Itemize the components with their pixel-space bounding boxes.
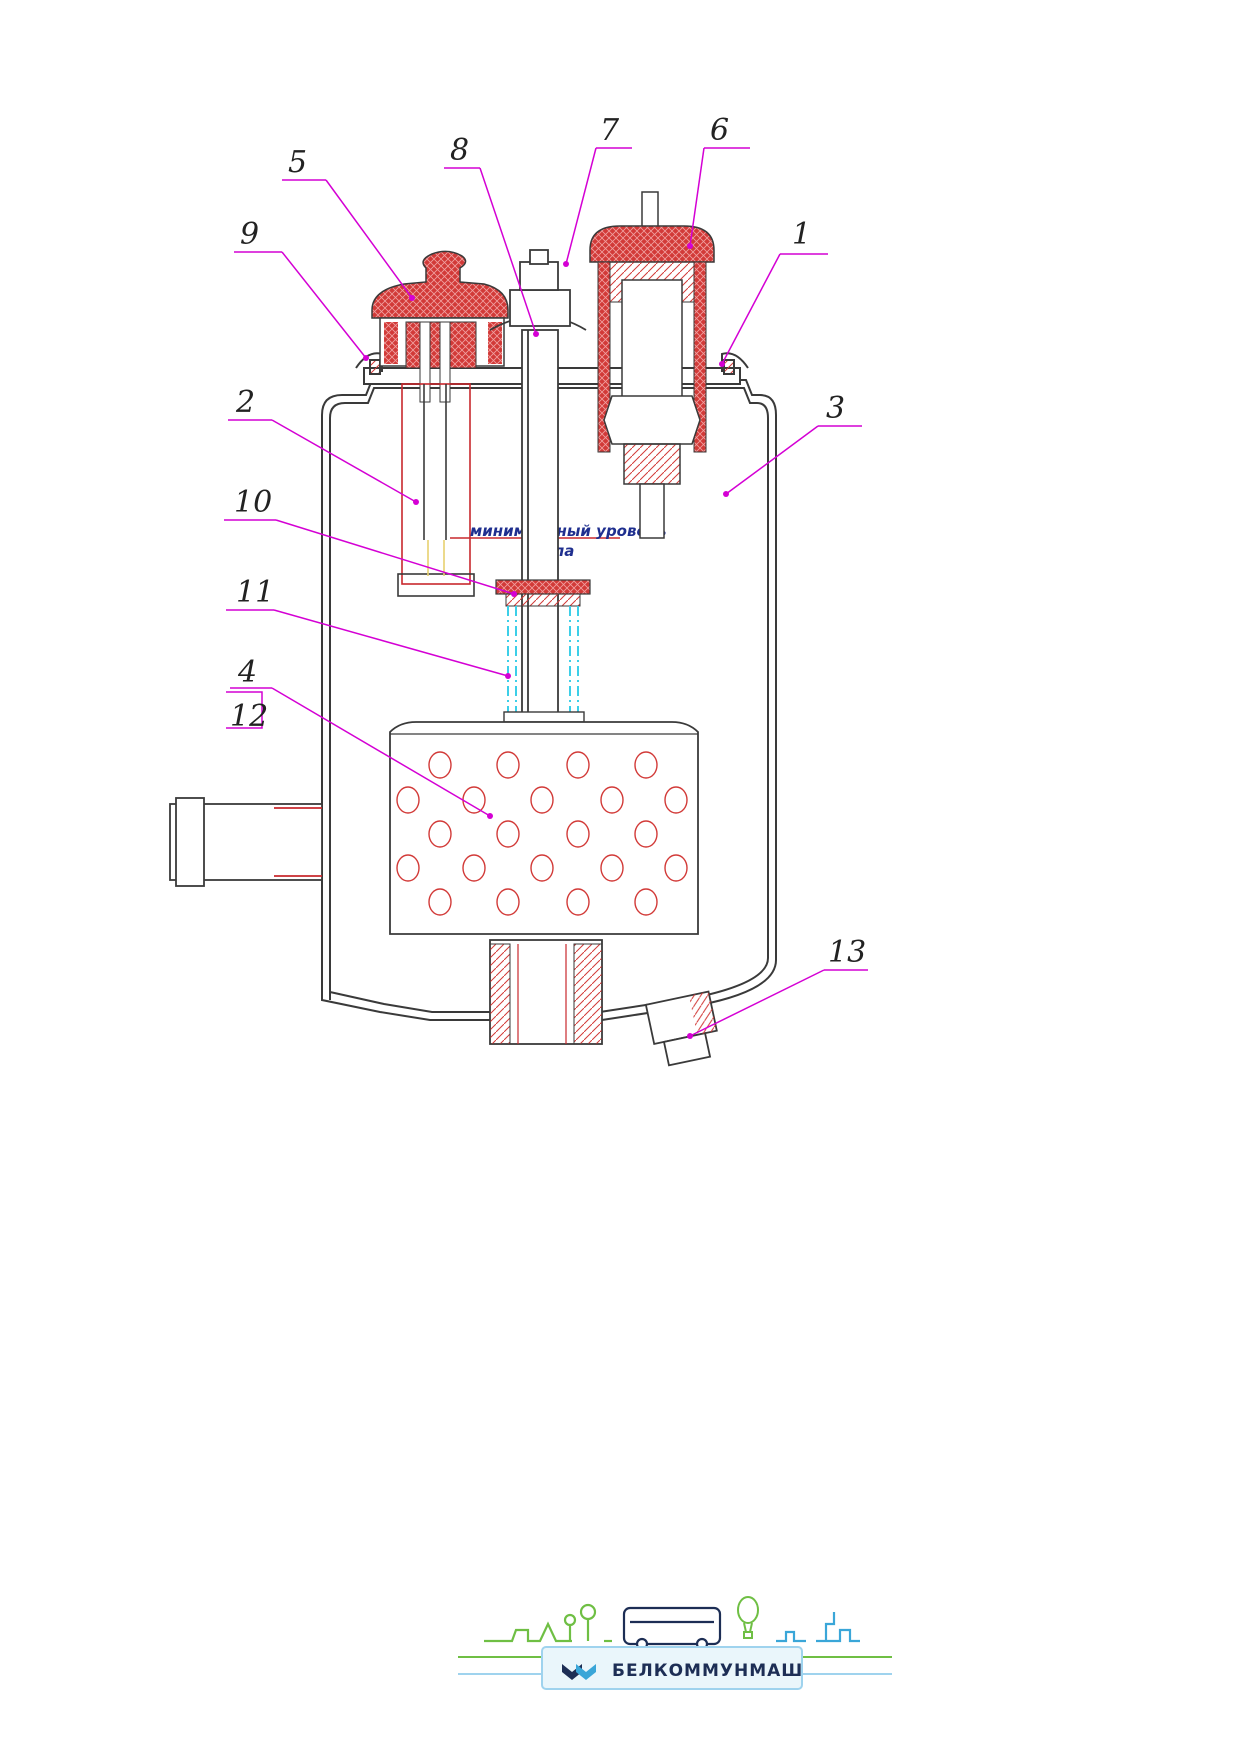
callout-leader-4 xyxy=(271,687,491,817)
logo-emblem-icon xyxy=(562,1664,596,1680)
callout-11: 11 xyxy=(236,575,274,610)
callout-3: 3 xyxy=(826,391,845,426)
drain-plug xyxy=(644,990,718,1067)
callout-leader-9 xyxy=(281,251,367,359)
callout-dot-10 xyxy=(511,591,517,597)
spring-base xyxy=(503,711,585,723)
callout-7: 7 xyxy=(600,113,620,148)
logo-factory xyxy=(776,1612,860,1643)
callout-leader-10 xyxy=(275,519,515,595)
callout-2: 2 xyxy=(235,385,255,420)
callout-dot-5 xyxy=(409,295,415,301)
outlet-pipe xyxy=(489,939,603,1045)
callout-leader-6 xyxy=(689,147,705,247)
callout-box-12 xyxy=(226,691,263,729)
filter-hole xyxy=(462,854,486,882)
callout-dot-11 xyxy=(505,673,511,679)
balloon-icon xyxy=(737,1596,759,1639)
filter-element xyxy=(389,721,699,935)
callout-6: 6 xyxy=(710,113,729,148)
logo-brand-text: БЕЛКОММУНМАШ xyxy=(612,1661,803,1681)
callout-12: 12 xyxy=(230,699,268,734)
callout-leader-2 xyxy=(271,419,417,503)
flange-clamps xyxy=(355,352,749,375)
min-oil-level-note-line1: минимальный уровень xyxy=(470,522,667,540)
filter-hole xyxy=(600,854,624,882)
filter-hole xyxy=(496,820,520,848)
filter-hole xyxy=(664,854,688,882)
filter-hole xyxy=(496,751,520,779)
callout-5: 5 xyxy=(288,145,307,180)
filter-hole xyxy=(664,786,688,814)
callout-dot-2 xyxy=(413,499,419,505)
logo-banner xyxy=(541,1646,803,1690)
filter-hole xyxy=(496,888,520,916)
filter-hole xyxy=(396,854,420,882)
filter-hole xyxy=(428,751,452,779)
logo-skyline xyxy=(484,1603,612,1643)
callout-13: 13 xyxy=(828,935,866,970)
callout-dot-9 xyxy=(363,355,369,361)
callout-leader-3 xyxy=(725,425,819,495)
callout-leader-11 xyxy=(273,609,509,677)
callout-dot-8 xyxy=(533,331,539,337)
callout-leader-7 xyxy=(565,147,597,265)
oil-filler-cap xyxy=(371,250,509,403)
filter-hole xyxy=(396,786,420,814)
filter-hole xyxy=(566,751,590,779)
filter-hole xyxy=(530,854,554,882)
callout-dot-3 xyxy=(723,491,729,497)
callout-leader-8 xyxy=(479,167,537,335)
filter-hole xyxy=(566,820,590,848)
callout-leader-13 xyxy=(689,969,825,1037)
callout-9: 9 xyxy=(240,217,259,252)
callout-leader-5 xyxy=(325,179,413,299)
hidden-springs xyxy=(507,606,579,712)
filter-hole xyxy=(634,888,658,916)
callout-dot-4 xyxy=(487,813,493,819)
callout-dot-6 xyxy=(687,243,693,249)
filter-hole xyxy=(428,820,452,848)
callout-4: 4 xyxy=(237,655,257,690)
callout-dot-7 xyxy=(563,261,569,267)
filter-hole xyxy=(530,786,554,814)
callout-leaders xyxy=(224,147,868,1039)
callout-1: 1 xyxy=(792,217,811,252)
callout-8: 8 xyxy=(450,133,469,168)
callout-dot-1 xyxy=(719,361,725,367)
central-stem xyxy=(489,249,587,716)
oil-dipstick-tube xyxy=(397,383,475,597)
callout-leader-1 xyxy=(721,253,781,365)
safety-valve xyxy=(589,191,715,539)
filter-hole xyxy=(634,820,658,848)
callout-10: 10 xyxy=(234,485,272,520)
filter-hole xyxy=(600,786,624,814)
filter-hole xyxy=(428,888,452,916)
inlet-pipe xyxy=(169,797,323,887)
valve-seat xyxy=(495,579,591,607)
filter-hole xyxy=(634,751,658,779)
callout-dot-13 xyxy=(687,1033,693,1039)
filter-hole xyxy=(566,888,590,916)
bus-icon xyxy=(622,1606,722,1651)
company-logo: БЕЛКОММУНМАШ xyxy=(458,1596,892,1690)
